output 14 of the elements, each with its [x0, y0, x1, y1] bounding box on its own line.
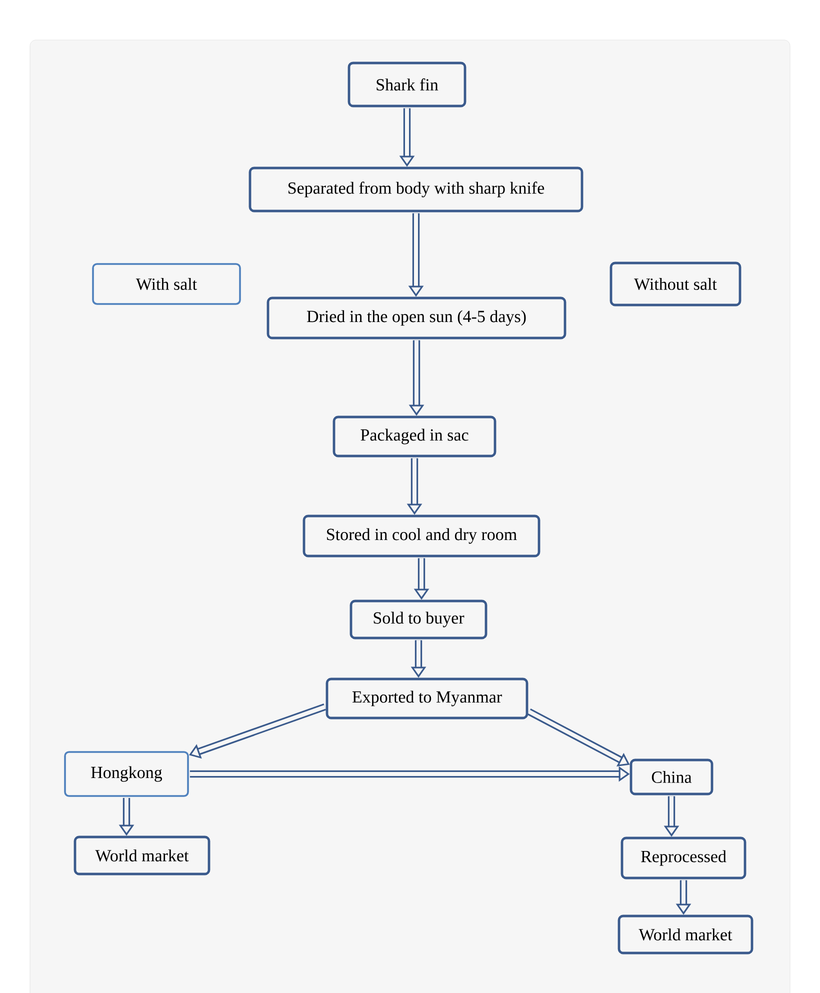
- process-box: Hongkong: [64, 751, 189, 797]
- process-box: China: [630, 758, 714, 796]
- process-box: Shark fin: [348, 62, 466, 108]
- process-box: Separated from body with sharp knife: [248, 166, 584, 212]
- process-box: Stored in cool and dry room: [302, 514, 540, 558]
- process-box: Reprocessed: [620, 836, 746, 880]
- process-box: Without salt: [610, 262, 742, 306]
- process-box: With salt: [92, 263, 241, 305]
- process-box: Exported to Myanmar: [326, 678, 528, 720]
- process-box: World market: [74, 836, 210, 876]
- process-box: Dried in the open sun (4-5 days): [266, 296, 566, 340]
- process-box: Sold to buyer: [350, 600, 488, 640]
- process-box: Packaged in sac: [332, 416, 496, 458]
- process-box: World market: [618, 914, 754, 954]
